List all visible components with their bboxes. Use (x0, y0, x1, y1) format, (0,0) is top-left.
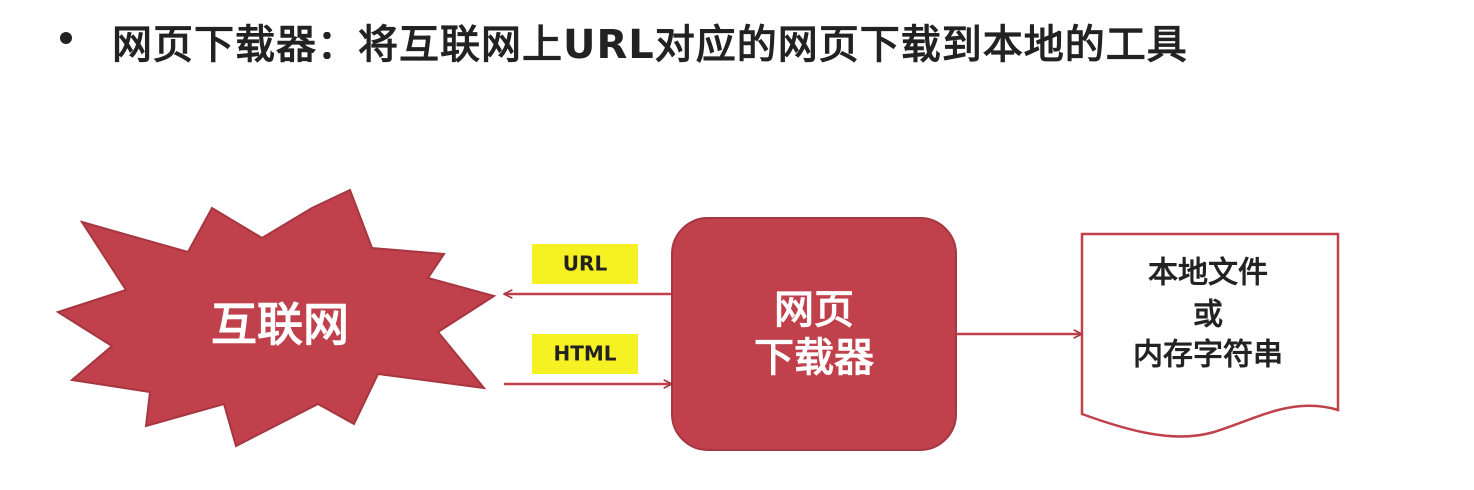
local-store-line1: 本地文件 (1148, 256, 1268, 291)
page-title: 网页下载器：将互联网上URL对应的网页下载到本地的工具 (112, 22, 1188, 68)
downloader-box (671, 217, 957, 451)
downloader-label-line2: 下载器 (754, 335, 875, 381)
document-shape (1080, 232, 1340, 438)
downloader-label-line1: 网页 (774, 287, 854, 333)
local-store-line2: 或 (1193, 298, 1223, 333)
downloader-node: 网页 下载器 (671, 217, 957, 451)
url-label: URL (563, 252, 608, 276)
heading-bullet (60, 32, 72, 44)
internet-starburst-shape (55, 188, 497, 448)
html-label-box (532, 334, 638, 374)
local-store-line3: 内存字符串 (1133, 338, 1283, 373)
internet-label: 互联网 (211, 298, 349, 352)
internet-node: 互联网 (55, 188, 497, 448)
html-label: HTML (553, 342, 616, 366)
local-store-node: 本地文件 或 内存字符串 (1080, 232, 1340, 438)
url-label-box (532, 244, 638, 284)
